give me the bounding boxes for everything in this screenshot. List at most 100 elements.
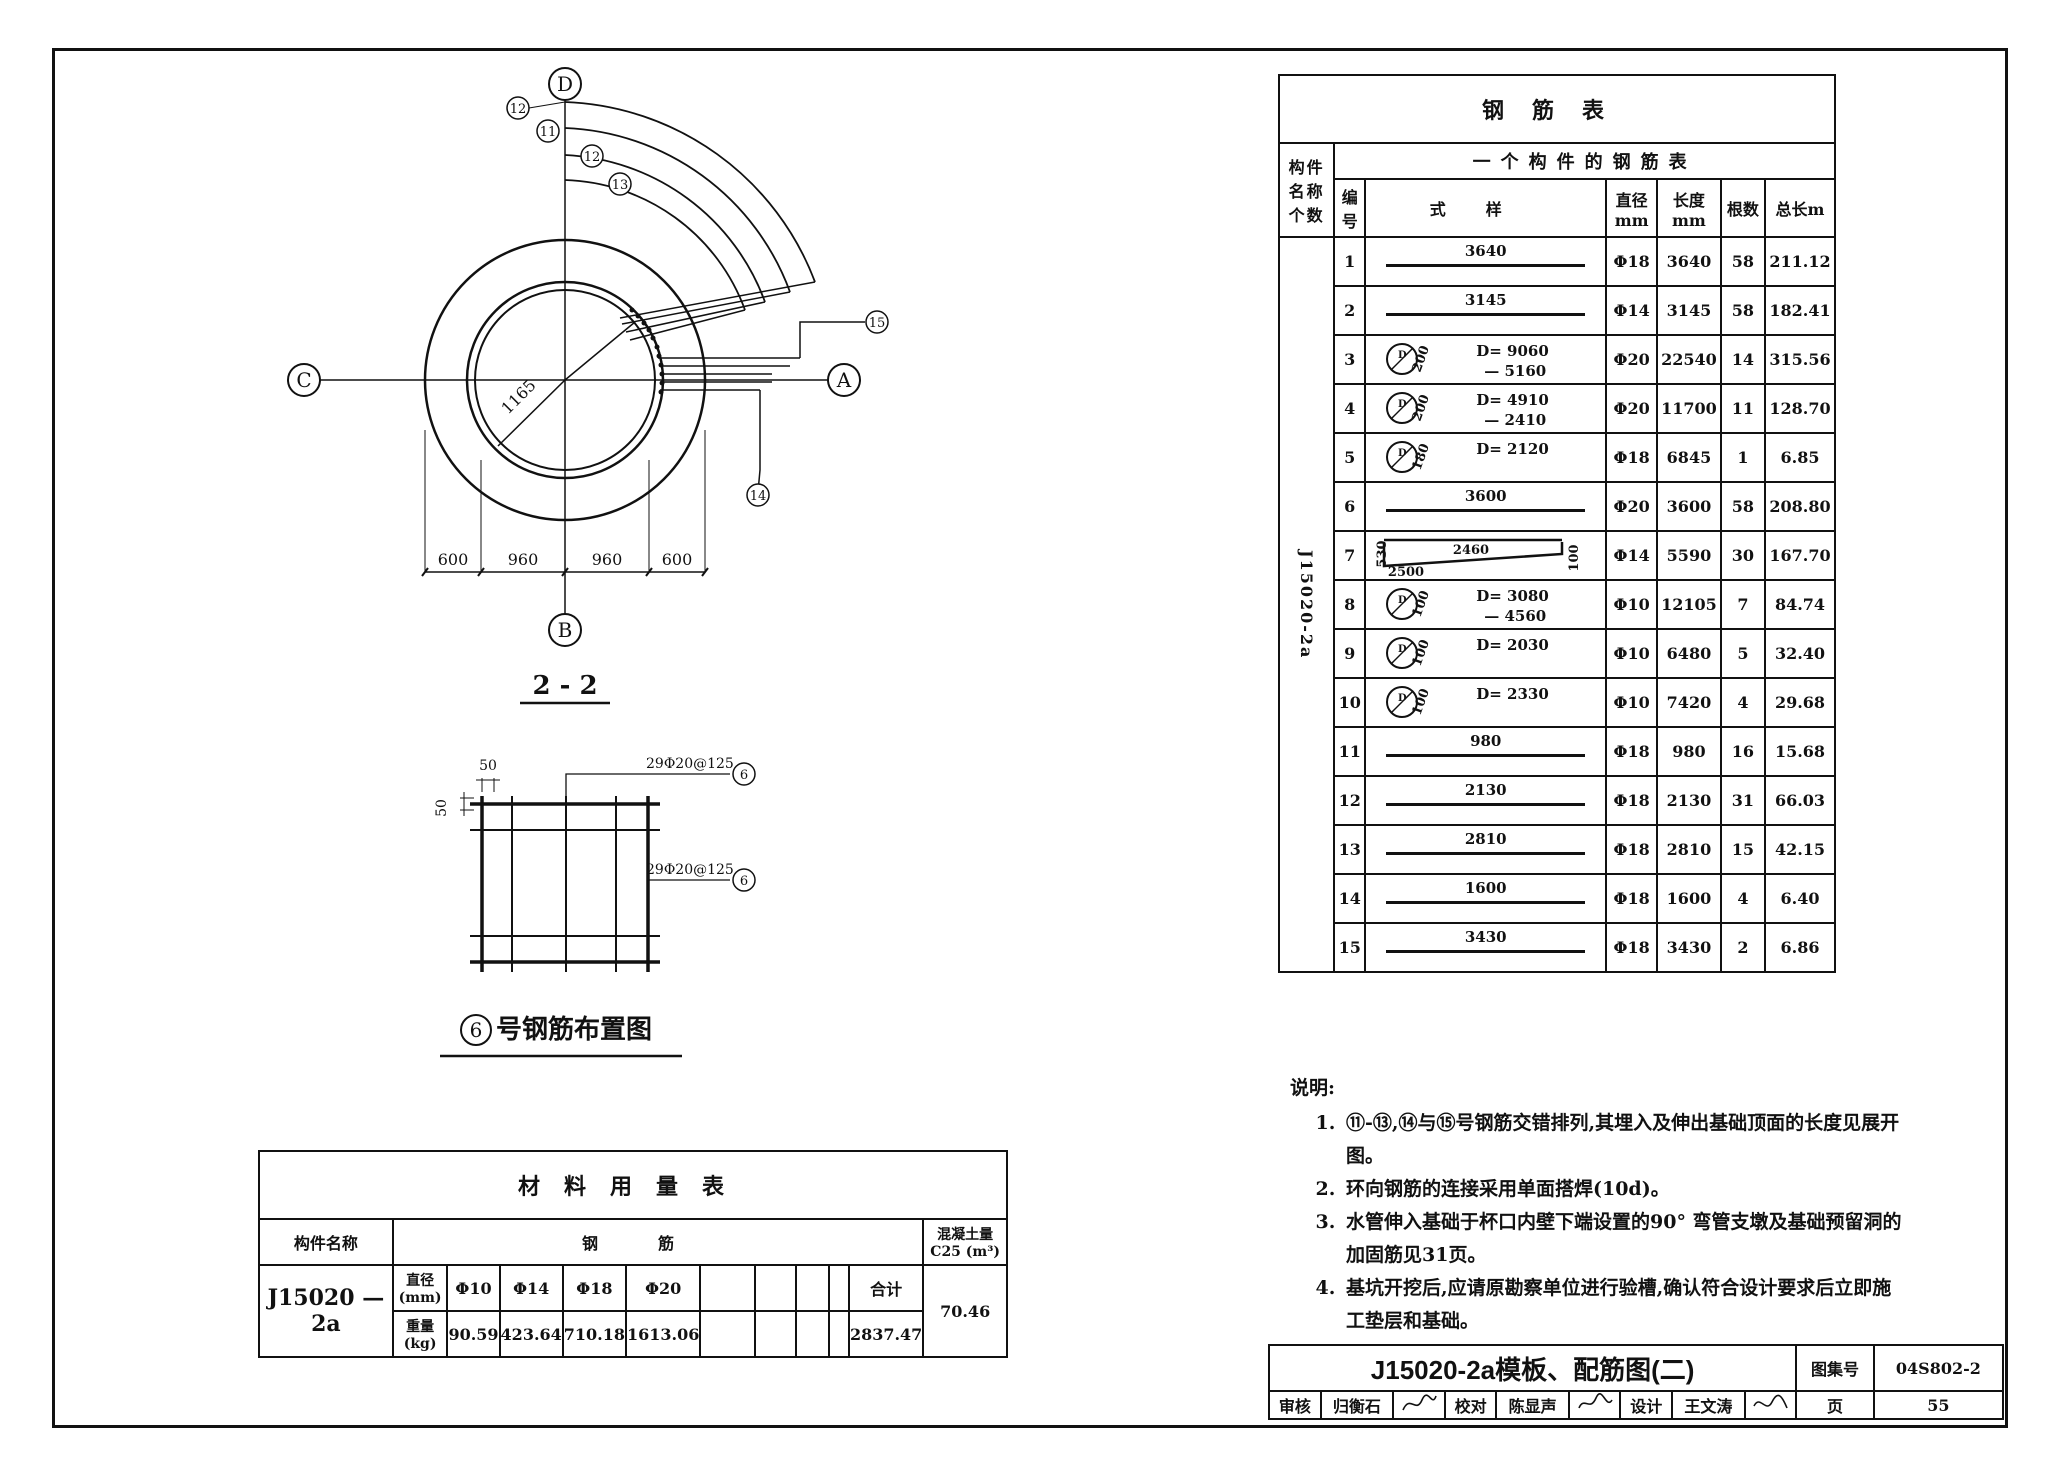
mt-empty-5 bbox=[699, 1310, 757, 1358]
rebar-length: 3430 bbox=[1656, 922, 1722, 973]
axis-label-b: B bbox=[558, 618, 573, 642]
bar6-caption-text: 号钢筋布置图 bbox=[496, 1014, 652, 1045]
dim-600-right: 600 bbox=[662, 550, 693, 569]
rebar-total-length: 6.86 bbox=[1764, 922, 1836, 973]
axis-marker-c: C bbox=[287, 363, 321, 397]
material-table-title: 材料用量表 bbox=[258, 1150, 1008, 1220]
svg-text:14: 14 bbox=[750, 489, 767, 504]
rebar-total-length: 6.85 bbox=[1764, 432, 1836, 483]
rebar-no: 10 bbox=[1333, 677, 1367, 728]
mt-empty-3 bbox=[794, 1264, 831, 1312]
dimension-row: 600 960 960 600 bbox=[421, 430, 709, 577]
ring-diameter-1: D= 4910 bbox=[1476, 391, 1549, 409]
rebar-count: 31 bbox=[1719, 775, 1767, 826]
rebar-length: 3600 bbox=[1656, 481, 1722, 532]
bar6-callout-num-1: 6 bbox=[740, 768, 748, 783]
rebar-length: 3640 bbox=[1656, 236, 1722, 287]
mt-steel-header: 钢筋 bbox=[391, 1218, 925, 1266]
section-caption: 2 - 2 bbox=[532, 671, 597, 701]
rebar-count: 58 bbox=[1719, 285, 1767, 336]
rebar-diameter: Φ10 bbox=[1605, 579, 1659, 630]
rebar-total-length: 84.74 bbox=[1764, 579, 1836, 630]
callout-13: 13 bbox=[608, 172, 632, 196]
callout-12-inner: 12 bbox=[580, 144, 604, 168]
rebar-no: 4 bbox=[1333, 383, 1367, 434]
straight-bar-length: 3600 bbox=[1464, 487, 1507, 505]
axis-label-d: D bbox=[557, 72, 573, 96]
straight-bar-line bbox=[1386, 754, 1586, 757]
rebar-shape: 3145 bbox=[1364, 285, 1608, 336]
rebar-diameter: Φ18 bbox=[1605, 873, 1659, 924]
designer-signature bbox=[1743, 1390, 1798, 1420]
rebar-length: 12105 bbox=[1656, 579, 1722, 630]
rebar-shape: 2130 bbox=[1364, 775, 1608, 826]
svg-text:15: 15 bbox=[869, 316, 886, 331]
rebar-shape: 3640 bbox=[1364, 236, 1608, 287]
drawing-title: J15020-2a模板、配筋图(二) bbox=[1267, 1344, 1798, 1392]
rebar-table-subtitle: 一个构件的钢筋表 bbox=[1333, 142, 1836, 180]
ring-diameters: D= 4910— 2410 bbox=[1476, 390, 1549, 430]
col-diameter: 直径mm bbox=[1605, 178, 1659, 238]
rebar-diameter: Φ18 bbox=[1605, 922, 1659, 973]
ring-diameter-2: — 4560 bbox=[1484, 607, 1547, 625]
mt-concrete: 70.46 bbox=[922, 1264, 1008, 1358]
rebar-count: 16 bbox=[1719, 726, 1767, 777]
rebar-total-length: 29.68 bbox=[1764, 677, 1836, 728]
note-4: 基坑开挖后,应请原勘察单位进行验槽,确认符合设计要求后立即施工垫层和基础。 bbox=[1342, 1272, 1910, 1338]
ring-diameter-1: D= 2330 bbox=[1476, 685, 1549, 703]
rebar-total-length: 315.56 bbox=[1764, 334, 1836, 385]
checker-name: 陈显声 bbox=[1495, 1390, 1570, 1420]
rebar-no: 5 bbox=[1333, 432, 1367, 483]
col-no: 编号 bbox=[1333, 178, 1367, 238]
rebar-total-length: 15.68 bbox=[1764, 726, 1836, 777]
straight-bar-line bbox=[1386, 901, 1586, 904]
rebar-length: 980 bbox=[1656, 726, 1722, 777]
bar6-dim-top: 50 bbox=[479, 758, 497, 774]
mt-dia-2: Φ18 bbox=[561, 1264, 628, 1312]
dim-960-right: 960 bbox=[592, 550, 623, 569]
rebar-count: 14 bbox=[1719, 334, 1767, 385]
svg-text:D: D bbox=[1398, 399, 1407, 410]
svg-text:12: 12 bbox=[584, 150, 601, 165]
atlas-label: 图集号 bbox=[1795, 1344, 1875, 1392]
col-length: 长度mm bbox=[1656, 178, 1722, 238]
rebar-no: 14 bbox=[1333, 873, 1367, 924]
svg-text:D: D bbox=[1398, 595, 1407, 606]
rebar-no: 1 bbox=[1333, 236, 1367, 287]
mt-weight-2: 710.18 bbox=[561, 1310, 628, 1358]
col-shape: 式样 bbox=[1364, 178, 1608, 238]
checker-signature bbox=[1567, 1390, 1622, 1420]
axis-marker-a: A bbox=[827, 363, 861, 397]
notes: 说明: ⑪-⑬,⑭与⑮号钢筋交错排列,其埋入及伸出基础顶面的长度见展开图。 环向… bbox=[1290, 1072, 1910, 1338]
rebar-total-length: 182.41 bbox=[1764, 285, 1836, 336]
col-count: 根数 bbox=[1719, 178, 1767, 238]
ring-diameters: D= 2330 bbox=[1476, 684, 1549, 704]
rebar-no: 12 bbox=[1333, 775, 1367, 826]
mt-total-weight: 2837.47 bbox=[847, 1310, 925, 1358]
rebar-count: 2 bbox=[1719, 922, 1767, 973]
mt-concrete-header: 混凝土量C25 (m³) bbox=[922, 1218, 1008, 1266]
bar6-callout-1: 29Φ20@125 bbox=[646, 756, 734, 772]
bar6-callout-num-2: 6 bbox=[740, 874, 748, 889]
straight-bar-length: 2130 bbox=[1464, 781, 1507, 799]
rebar-length: 11700 bbox=[1656, 383, 1722, 434]
bent-bar-bottom-length: 2500 bbox=[1388, 565, 1424, 579]
rebar-diameter: Φ10 bbox=[1605, 677, 1659, 728]
note-2: 环向钢筋的连接采用单面搭焊(10d)。 bbox=[1342, 1173, 1910, 1206]
rebar-length: 6845 bbox=[1656, 432, 1722, 483]
bent-bar-right-hook: 100 bbox=[1567, 544, 1582, 571]
mt-empty-7 bbox=[794, 1310, 831, 1358]
rebar-total-length: 211.12 bbox=[1764, 236, 1836, 287]
straight-bar-length: 3430 bbox=[1464, 928, 1507, 946]
ring-diameter-1: D= 3080 bbox=[1476, 587, 1549, 605]
